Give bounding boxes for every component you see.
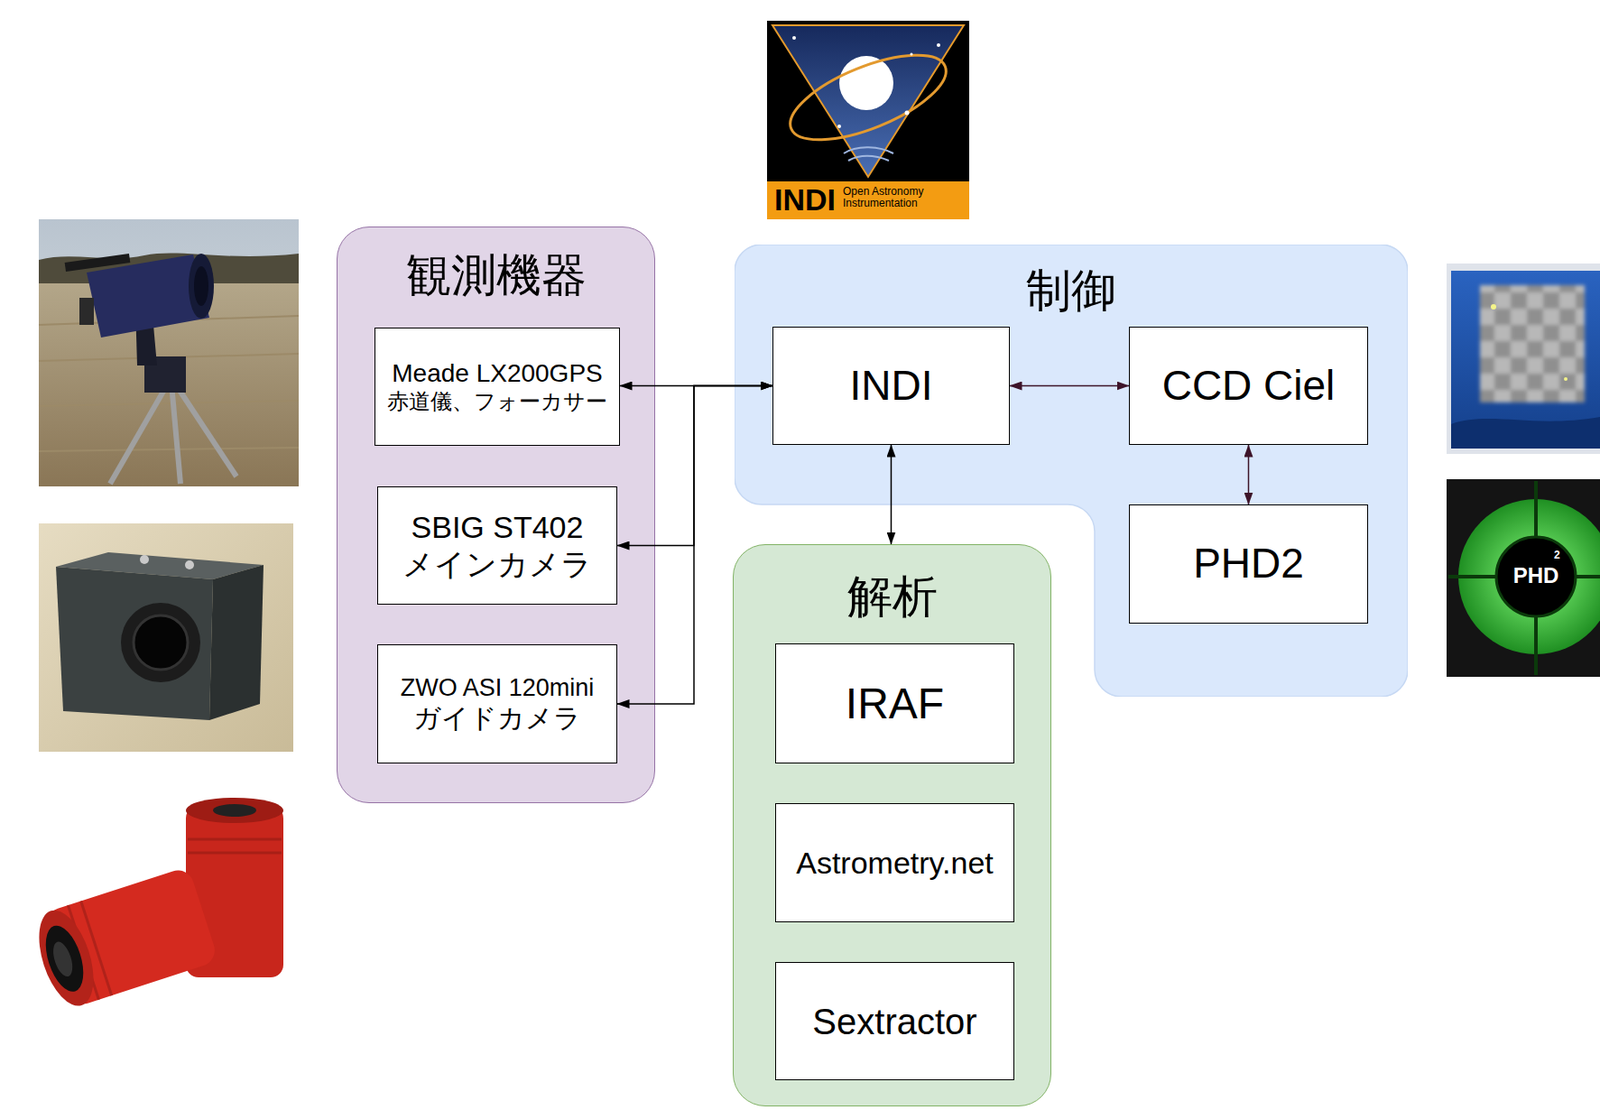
indi-logo-part [837,124,842,129]
box-content: SBIG ST402メインカメラ [402,508,592,583]
main-camera-photo-part [133,615,188,670]
software-box: CCD Ciel [1128,326,1369,445]
group-heading: 制御 [1026,266,1117,316]
group-heading: 解析 [733,572,1051,622]
screenshot-thumbnail-part [1451,270,1600,449]
software-box: INDI [772,326,1010,445]
box-subtitle: 赤道儀、フォーカサー [387,388,608,416]
telescope-photo-part [110,383,168,484]
indi-logo-part [767,20,970,182]
box-content: PHD2 [1193,538,1305,589]
box-content: IRAF [845,677,944,731]
screenshot-thumbnail-part [1563,377,1568,381]
guide-camera-photo-part [187,839,282,853]
software-box: PHD2 [1128,504,1369,624]
telescope-photo-part [64,253,131,272]
guide-camera-photo-part [28,866,220,1013]
main-camera-photo-part [139,554,149,565]
logo-wordmark: INDI [774,184,836,215]
icon-text: PHD [1512,564,1560,587]
group-panel: 観測機器 Meade LX200GPS赤道儀、フォーカサー SBIG ST402メイ… [336,226,656,804]
indi-logo-part [910,53,914,56]
screenshot-thumbnail-part [1451,416,1600,449]
guide-camera-photo-part [185,797,284,824]
phd2-icon [1446,479,1600,677]
software-box: Sextractor [775,961,1015,1081]
guide-camera-photo-part [212,804,257,817]
telescope-photo-part [194,266,209,306]
indi-logo-part [936,43,941,47]
indi-logo-part [767,181,970,220]
box-subtitle: メインカメラ [402,545,592,583]
box-title: Meade LX200GPS [391,358,603,389]
box-subtitle: ガイドカメラ [413,702,582,735]
phd2-icon-part [1496,536,1576,617]
indi-logo-part [905,110,910,116]
box-title: SBIG ST402 [411,508,584,546]
group-panel: 解析 IRAF Astrometry.netSextractor [732,544,1052,1107]
screenshot-thumbnail-part [1490,304,1497,310]
indi-logo-part [792,36,796,40]
screenshot-thumbnail-part [1479,285,1585,403]
box-title: CCD Ciel [1162,360,1336,411]
device-box: ZWO ASI 120miniガイドカメラ [377,644,618,764]
box-title: Astrometry.net [795,844,994,882]
guide-camera-photo-part [49,939,76,980]
box-content: CCD Ciel [1162,360,1336,411]
box-content: ZWO ASI 120miniガイドカメラ [400,673,595,735]
telescope-photo-part [188,253,214,319]
guide-camera-photo [28,797,296,1021]
indi-logo-part [772,25,964,177]
main-camera-photo-part [55,566,213,721]
main-camera-photo-part [38,523,294,752]
box-title: INDI [850,360,934,411]
device-box: Meade LX200GPS赤道儀、フォーカサー [374,327,620,446]
guide-camera-photo-part [28,903,104,1013]
indi-logo-part [772,25,964,177]
telescope-photo-part [171,383,181,484]
telescope-photo-part [79,297,94,325]
logo-tagline: Open Astronomy Instrumentation [842,185,934,210]
box-content: INDI [850,360,934,411]
box-content: Astrometry.net [795,844,994,882]
software-box: Astrometry.net [775,803,1015,923]
indi-logo-part [843,147,894,161]
screenshot-thumbnail-part [1446,263,1600,454]
telescope-photo-part [38,315,299,452]
main-camera-photo [38,523,294,752]
box-content: Meade LX200GPS赤道儀、フォーカサー [387,358,608,415]
indi-logo [767,20,970,220]
box-title: PHD2 [1193,538,1305,589]
box-title: Sextractor [812,999,977,1044]
telescope-photo-part [38,219,299,487]
main-camera-photo-part [184,560,195,570]
device-box: SBIG ST402メインカメラ [377,486,618,605]
box-content: Sextractor [812,999,977,1044]
main-camera-photo-part [133,615,188,670]
box-title: IRAF [845,677,944,731]
screenshot-thumbnail [1446,263,1600,454]
main-camera-photo-part [209,564,264,721]
icon-superscript: 2 [1553,549,1561,561]
telescope-photo [38,219,299,487]
indi-logo-part [779,37,957,158]
telescope-photo-part [175,383,237,477]
guide-camera-photo-part [38,921,92,997]
group-heading: 観測機器 [337,250,655,301]
software-box: IRAF [775,643,1015,764]
main-camera-photo-part [120,602,201,683]
box-title: ZWO ASI 120mini [400,673,595,703]
